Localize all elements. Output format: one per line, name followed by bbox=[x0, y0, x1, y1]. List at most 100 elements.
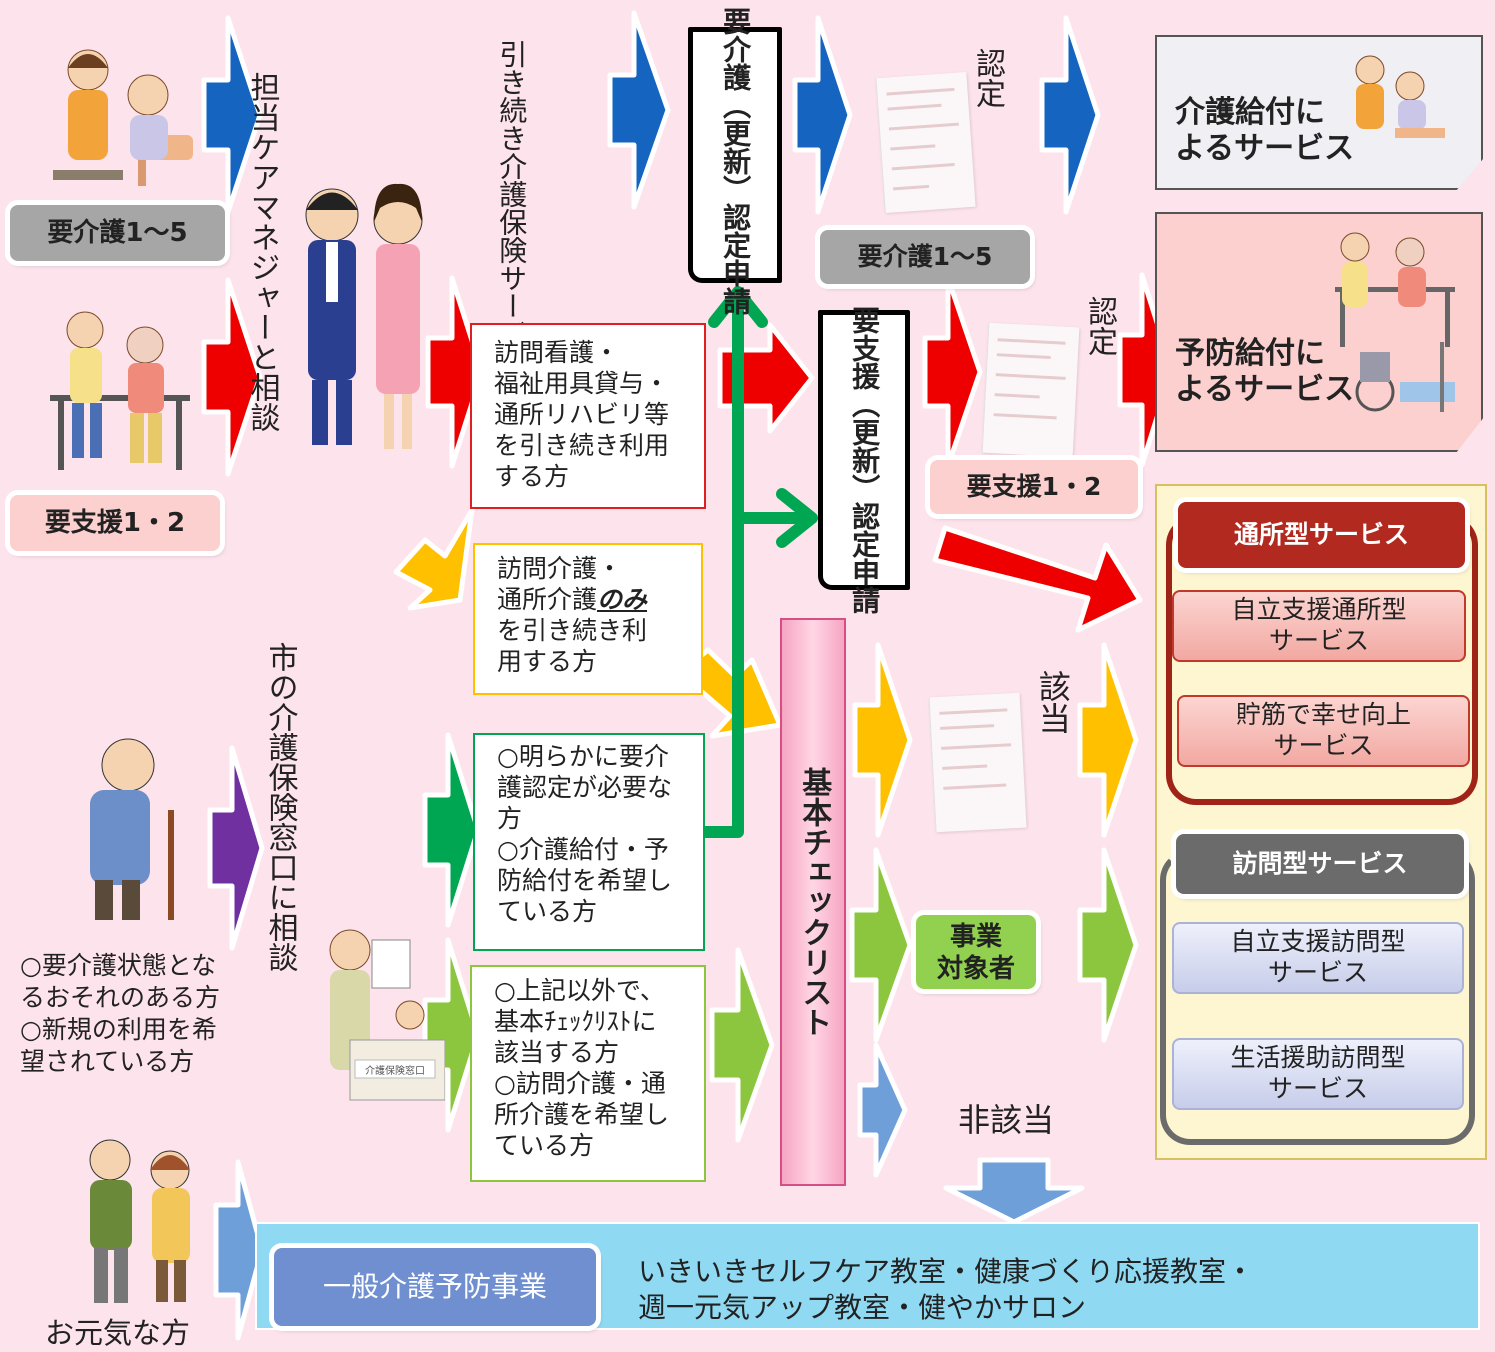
healthy-person-text: お元気な方 bbox=[45, 1316, 191, 1350]
box-line: ○明らかに要介 bbox=[497, 742, 669, 771]
risk-person-text: ○要介護状態とな るおそれのある方 ○新規の利用を希 望されている方 bbox=[20, 950, 220, 1078]
box-needs-certification: ○明らかに要介 護認定が必要な 方 ○介護給付・予 防給付を希望し ている方 bbox=[473, 733, 705, 951]
box-line: 所介護を希望し bbox=[494, 1100, 670, 1129]
day-service-group bbox=[1166, 515, 1478, 805]
risk-person-line: 望されている方 bbox=[20, 1047, 195, 1076]
care-benefit-line: 介護給付に bbox=[1175, 95, 1325, 130]
box-line: ている方 bbox=[494, 1131, 595, 1160]
green-connector bbox=[700, 289, 744, 838]
box-continue-visit-nursing: 訪問看護・ 福祉用具貸与・ 通所リハビリ等 を引き続き利用 する方 bbox=[470, 323, 706, 509]
care-benefit-panel: 介護給付に よるサービス bbox=[1155, 35, 1483, 190]
applicable-text: 該当 bbox=[1033, 670, 1072, 734]
box-line: 防給付を希望し bbox=[497, 866, 673, 895]
arrow-blue-1 bbox=[201, 15, 263, 215]
box-line: 通所介護のみ bbox=[497, 584, 701, 615]
arrow-orange-2 bbox=[677, 647, 783, 739]
box-line: ○訪問介護・通 bbox=[494, 1069, 666, 1098]
prevention-benefit-line: よるサービス bbox=[1175, 372, 1355, 407]
box-line: を引き続き利 bbox=[497, 616, 648, 645]
rehab-illustration bbox=[50, 311, 190, 470]
healthy-couple-illustration bbox=[89, 1139, 190, 1303]
elderly-person-illustration bbox=[90, 738, 174, 920]
not-applicable-text: 非該当 bbox=[958, 1101, 1055, 1139]
emphasis-only: のみ bbox=[597, 585, 648, 614]
risk-person-line: ○新規の利用を希 bbox=[20, 1015, 217, 1044]
day-service-item: 自立支援通所型 サービス bbox=[1172, 590, 1466, 662]
arrow-red-4 bbox=[922, 275, 983, 469]
arrow-lightblue-3 bbox=[213, 1159, 265, 1341]
care-level-label-cert: 要介護1～5 bbox=[820, 230, 1030, 284]
day-service-line: 自立支援通所型 bbox=[1231, 595, 1407, 624]
day-service-line: サービス bbox=[1268, 626, 1369, 655]
basic-checklist: 基本チェックリスト bbox=[780, 618, 846, 1186]
visit-service-line: サービス bbox=[1267, 958, 1368, 987]
prevention-benefit-text: 予防給付に よるサービス bbox=[1175, 336, 1354, 408]
care-application-doc: 要介護（更新）認定申請 bbox=[688, 7, 782, 315]
arrow-lightgreen-4 bbox=[1077, 847, 1139, 1043]
visit-service-header: 訪問型サービス bbox=[1176, 834, 1464, 894]
care-certification-text: 認定 bbox=[970, 48, 1005, 108]
visit-service-item: 自立支援訪問型 サービス bbox=[1172, 922, 1464, 994]
care-manager-text: 担当ケアマネジャーと相談 bbox=[244, 72, 280, 432]
green-connector-right-head bbox=[776, 488, 818, 548]
box-home-care-only: 訪問介護・ 通所介護のみ を引き続き利 用する方 bbox=[473, 543, 703, 695]
box-line: 訪問介護・ bbox=[497, 554, 623, 583]
continue-service-text: 引き続き介護保険サービスを利用 bbox=[495, 40, 529, 460]
support-level-label-left: 要支援1・2 bbox=[10, 495, 220, 551]
arrow-lightgreen-2 bbox=[709, 947, 775, 1143]
prevention-benefit-illustration bbox=[1335, 232, 1455, 412]
arrow-red-1 bbox=[201, 277, 263, 477]
support-level-label-cert: 要支援1・2 bbox=[930, 460, 1138, 514]
arrow-lightgreen-3 bbox=[849, 847, 913, 1043]
arrow-lightblue-1 bbox=[857, 1042, 908, 1178]
box-line: ている方 bbox=[497, 897, 598, 926]
care-benefit-line: よるサービス bbox=[1175, 131, 1355, 166]
prevention-benefit-line: 予防給付に bbox=[1175, 336, 1325, 371]
box-line: 護認定が必要な bbox=[497, 773, 673, 802]
insurance-card-support bbox=[981, 322, 1080, 458]
program-target-line: 対象者 bbox=[936, 954, 1015, 984]
prevention-benefit-panel: 予防給付に よるサービス bbox=[1155, 212, 1483, 452]
arrow-blue-2 bbox=[607, 10, 671, 210]
general-prevention-label: 一般介護予防事業 bbox=[274, 1248, 596, 1326]
box-line: 訪問看護・ bbox=[494, 338, 620, 367]
arrow-purple bbox=[207, 745, 265, 951]
box-checklist-eligible: ○上記以外で、 基本ﾁｪｯｸﾘｽﾄに 該当する方 ○訪問介護・通 所介護を希望し… bbox=[470, 965, 706, 1182]
arrow-green-1 bbox=[422, 732, 481, 928]
box-line: 方 bbox=[497, 804, 523, 833]
care-managers-illustration bbox=[305, 183, 423, 449]
care-benefit-illustration bbox=[1355, 55, 1445, 138]
support-certification-text: 認定 bbox=[1082, 296, 1117, 356]
day-service-item: 貯筋で幸せ向上 サービス bbox=[1177, 695, 1470, 767]
box-line: 用する方 bbox=[497, 647, 598, 676]
visit-service-item: 生活援助訪問型 サービス bbox=[1172, 1038, 1464, 1110]
box-line: ○上記以外で、 bbox=[494, 976, 665, 1005]
visit-service-line: サービス bbox=[1267, 1074, 1368, 1103]
arrow-lightblue-2 bbox=[943, 1157, 1085, 1225]
caregiver-illustration bbox=[53, 49, 193, 186]
insurance-card-care bbox=[875, 71, 976, 214]
general-prevention-programs: いきいきセルフケア教室・健康づくり応援教室・ 週一元気アップ教室・健やかサロン bbox=[638, 1254, 1254, 1326]
window-sign: 介護保険窓口 bbox=[365, 1064, 425, 1077]
consultation-window-illustration: 介護保険窓口 bbox=[329, 929, 445, 1101]
day-service-line: サービス bbox=[1273, 731, 1374, 760]
box-line: ○介護給付・予 bbox=[497, 835, 669, 864]
day-service-line: 貯筋で幸せ向上 bbox=[1235, 700, 1411, 729]
day-service-header: 通所型サービス bbox=[1178, 502, 1465, 568]
box-line: する方 bbox=[494, 462, 570, 491]
visit-service-line: 生活援助訪問型 bbox=[1230, 1043, 1406, 1072]
care-level-label-left: 要介護1～5 bbox=[10, 205, 225, 261]
care-benefit-text: 介護給付に よるサービス bbox=[1175, 95, 1354, 167]
arrow-orange-4 bbox=[1077, 642, 1139, 838]
risk-person-line: るおそれのある方 bbox=[20, 983, 221, 1012]
general-program-line: いきいきセルフケア教室・健康づくり応援教室・ bbox=[638, 1255, 1255, 1288]
arrow-orange-3 bbox=[852, 642, 913, 838]
risk-person-line: ○要介護状態とな bbox=[20, 951, 217, 980]
city-window-text: 市の介護保険窓口に相談 bbox=[262, 642, 298, 972]
box-line-part: 通所介護 bbox=[497, 585, 598, 614]
box-line: 通所リハビリ等 bbox=[494, 400, 670, 429]
visit-service-group bbox=[1160, 850, 1475, 1145]
general-program-line: 週一元気アップ教室・健やかサロン bbox=[638, 1291, 1087, 1324]
program-target-line: 事業 bbox=[949, 922, 1002, 952]
